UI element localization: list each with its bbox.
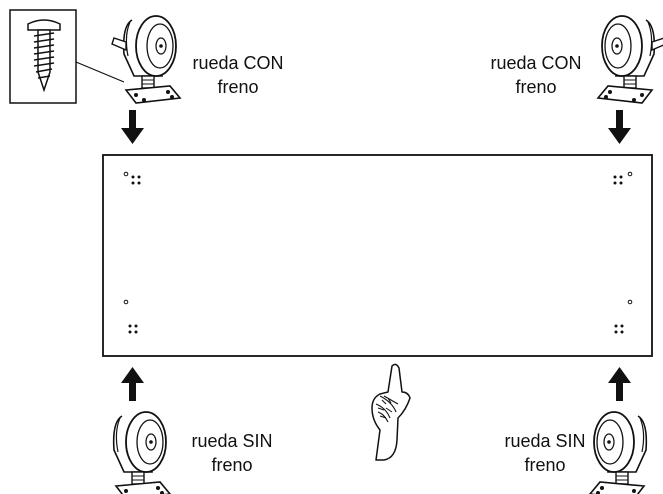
screw-detail-box: [9, 9, 125, 104]
label-line-2: freno: [524, 455, 566, 475]
label-line-2: freno: [211, 455, 253, 475]
label-line-1: rueda SIN: [504, 431, 586, 451]
pointing-hand-icon: [371, 363, 411, 461]
label-line-2: freno: [515, 77, 557, 97]
caster-wheel-icon: [597, 15, 663, 104]
caster-wheel-icon: [111, 15, 181, 104]
arrow-up-icon: [121, 367, 144, 401]
caster-wheel-icon: [112, 411, 171, 494]
bottom-left-caster-label: rueda SIN freno: [174, 429, 290, 477]
top-left-caster-label: rueda CON freno: [176, 51, 300, 99]
label-line-1: rueda SIN: [191, 431, 273, 451]
bottom-right-caster-label: rueda SIN freno: [487, 429, 603, 477]
screw-icon: [27, 19, 61, 93]
arrow-up-icon: [608, 367, 631, 401]
base-panel: [102, 154, 653, 357]
arrow-down-icon: [121, 110, 144, 144]
top-right-caster-label: rueda CON freno: [474, 51, 598, 99]
label-line-1: rueda CON: [192, 53, 284, 73]
label-line-2: freno: [217, 77, 259, 97]
label-line-1: rueda CON: [490, 53, 582, 73]
arrow-down-icon: [608, 110, 631, 144]
